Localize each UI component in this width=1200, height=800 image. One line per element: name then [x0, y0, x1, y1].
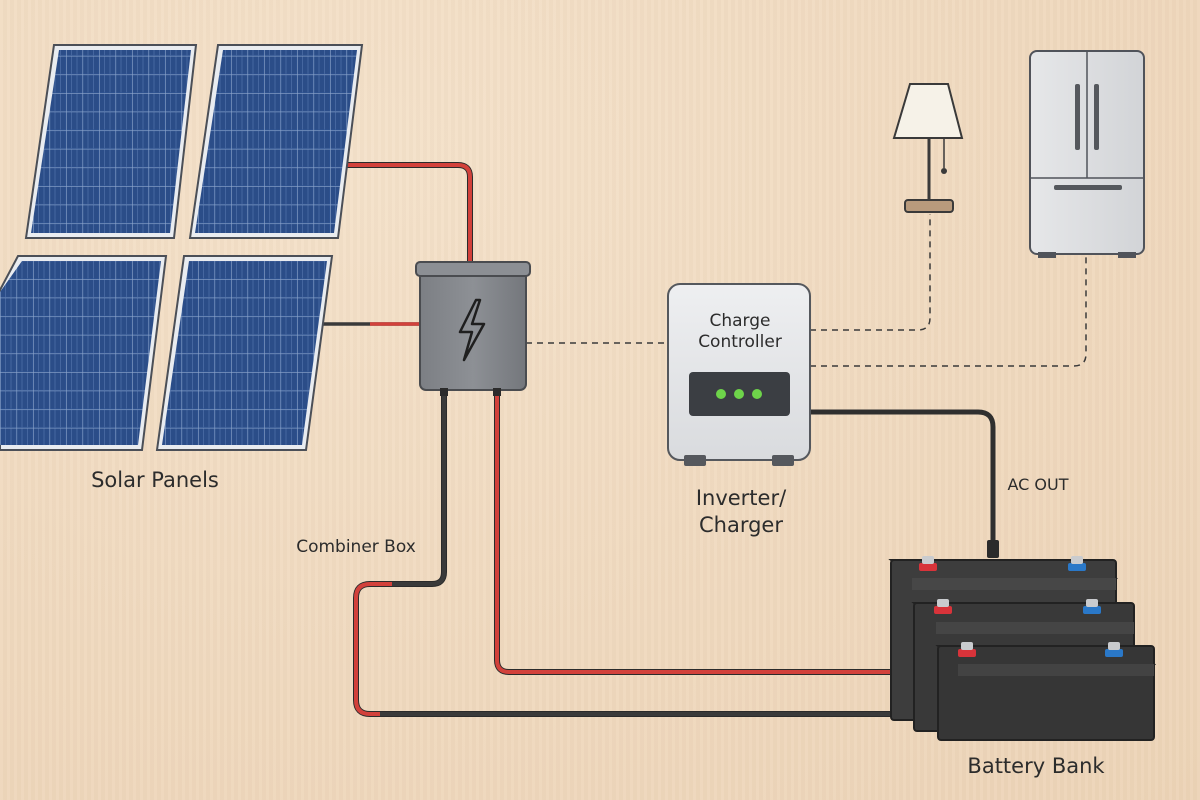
load-line-lamp	[810, 214, 931, 331]
indicator-light	[752, 389, 762, 399]
positive-wire-panels	[343, 162, 473, 267]
negative-terminal	[1105, 649, 1123, 657]
charge-controller-label-line2: Controller	[698, 332, 782, 352]
lamp-icon	[892, 83, 964, 213]
inverter-label: Inverter/	[696, 486, 787, 510]
solar-panel-array	[0, 44, 364, 451]
positive-terminal	[919, 563, 937, 571]
indicator-light	[716, 389, 726, 399]
positive-terminal	[958, 649, 976, 657]
combiner-box-label: Combiner Box	[296, 537, 416, 557]
lightning-bolt-icon	[458, 298, 486, 362]
charge-controller-label: Charge	[709, 311, 770, 331]
ac-out-wire	[810, 409, 996, 545]
solar-panel	[0, 255, 168, 451]
negative-terminal	[1068, 563, 1086, 571]
combiner-box	[415, 261, 531, 396]
load-line-fridge	[810, 255, 1087, 367]
solar-panels-label: Solar Panels	[91, 468, 219, 492]
solar-panel	[188, 44, 364, 239]
battery	[935, 642, 1157, 741]
ac-out-label: AC OUT	[1008, 475, 1069, 494]
battery-bank-label: Battery Bank	[967, 754, 1105, 778]
wiring	[322, 162, 1087, 717]
refrigerator-icon	[1029, 50, 1145, 258]
indicator-light	[734, 389, 744, 399]
solar-panel	[24, 44, 198, 239]
inverter-charger-unit: Charge Controller	[667, 283, 811, 466]
inverter-label-line2: Charger	[699, 513, 783, 537]
positive-terminal	[934, 606, 952, 614]
battery-bank	[888, 556, 1157, 741]
solar-panel	[155, 255, 334, 451]
negative-terminal	[1083, 606, 1101, 614]
negative-wire-battery	[353, 390, 916, 717]
